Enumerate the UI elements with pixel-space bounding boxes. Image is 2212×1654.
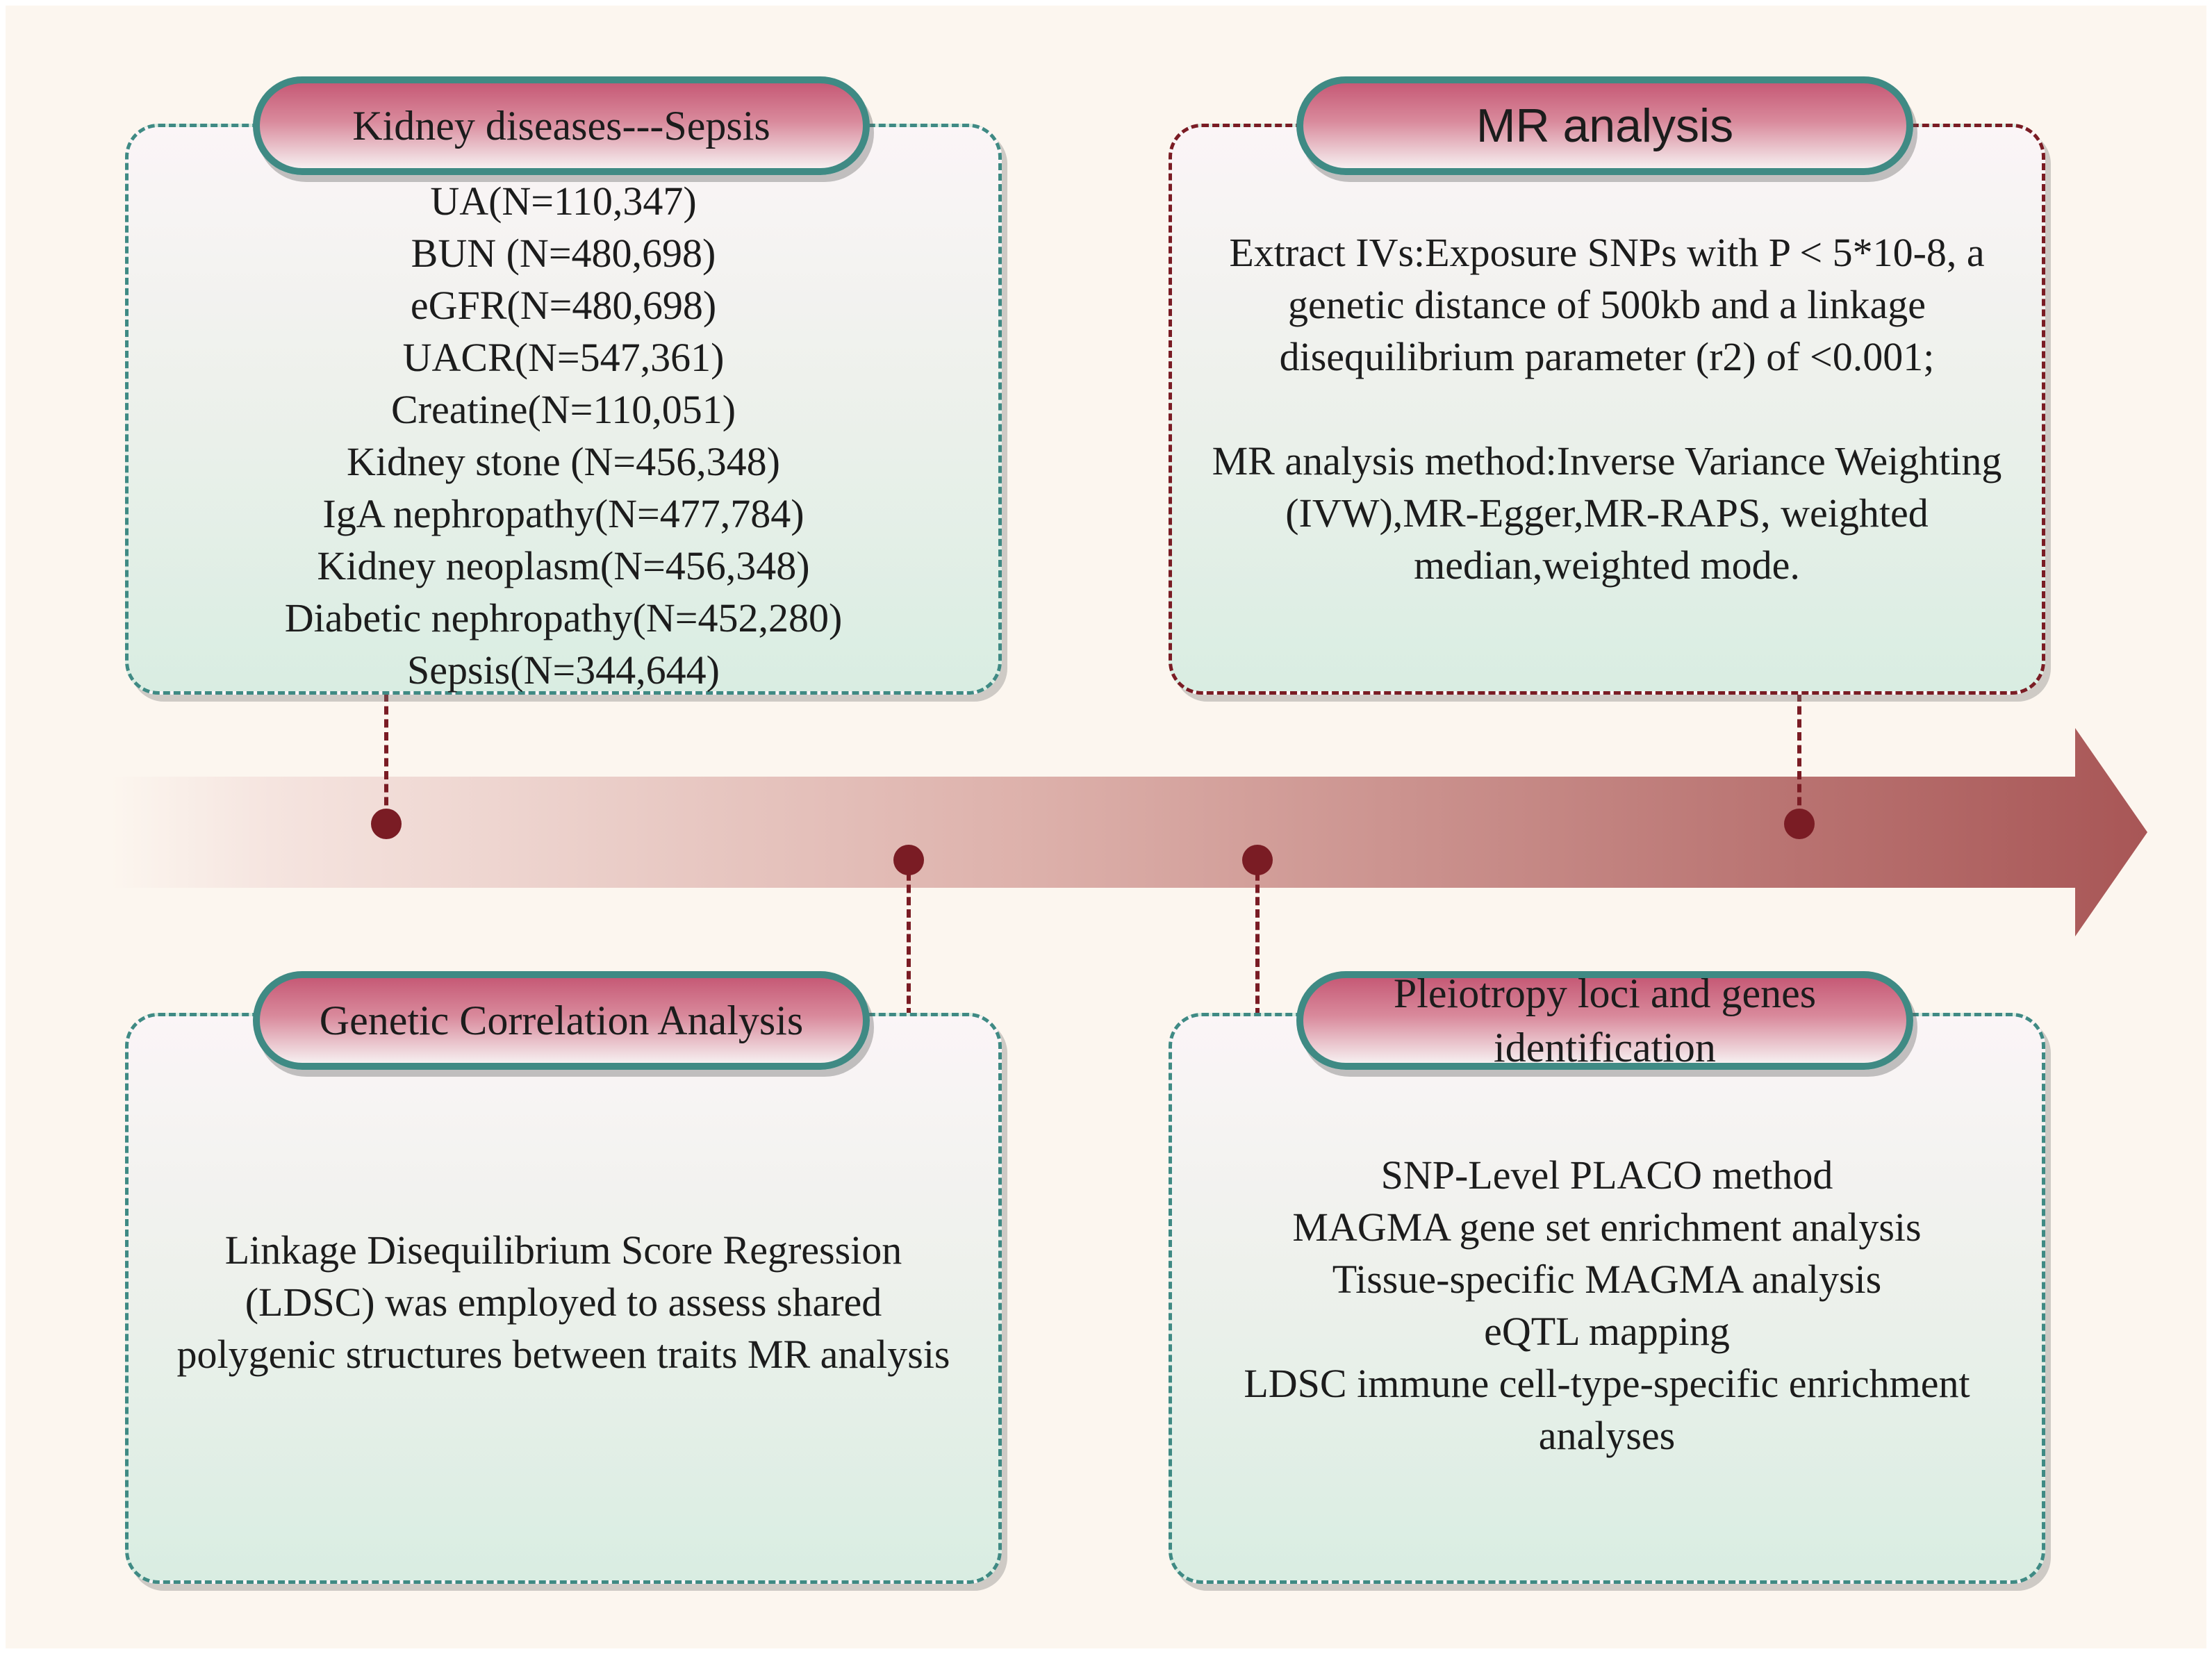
mr-line: median,weighted mode.	[1414, 543, 1800, 588]
mr-title-pill: MR analysis	[1296, 76, 1913, 175]
genetic-line: Linkage Disequilibrium Score Regression	[224, 1227, 902, 1273]
mr-line: (IVW),MR-Egger,MR-RAPS, weighted	[1285, 490, 1929, 536]
genetic-line: (LDSC) was employed to assess shared	[245, 1280, 882, 1325]
mr-panel	[1169, 124, 2045, 695]
pleiotropy-text: SNP-Level PLACO method MAGMA gene set en…	[1169, 1149, 2045, 1462]
kidney-item: BUN (N=480,698)	[411, 231, 716, 276]
mr-dot	[1784, 809, 1815, 839]
pleiotropy-line: Tissue-specific MAGMA analysis	[1332, 1257, 1882, 1302]
genetic-dot	[893, 845, 924, 875]
pleiotropy-line: analyses	[1538, 1413, 1676, 1458]
mr-line: MR analysis method:Inverse Variance Weig…	[1212, 438, 2002, 483]
genetic-connector	[907, 860, 911, 1016]
pleiotropy-connector	[1255, 860, 1260, 1016]
mr-text: Extract IVs:Exposure SNPs with P < 5*10-…	[1169, 226, 2045, 591]
mr-line: disequilibrium parameter (r2) of <0.001;	[1279, 334, 1935, 379]
pleiotropy-title-pill: Pleiotropy loci and genes identification	[1296, 970, 1913, 1070]
pleiotropy-title-line: identification	[1494, 1025, 1716, 1070]
pleiotropy-line: LDSC immune cell-type-specific enrichmen…	[1244, 1361, 1970, 1406]
kidney-item: UACR(N=547,361)	[402, 335, 725, 380]
mr-title: MR analysis	[1476, 99, 1734, 152]
kidney-item: IgA nephropathy(N=477,784)	[322, 491, 804, 536]
kidney-connector	[384, 693, 388, 818]
kidney-item: Diabetic nephropathy(N=452,280)	[284, 595, 843, 640]
genetic-title-pill: Genetic Correlation Analysis	[253, 971, 870, 1070]
genetic-line: polygenic structures between traits MR a…	[176, 1332, 950, 1377]
timeline-arrow-shape	[110, 728, 2147, 936]
genetic-panel	[125, 1013, 1002, 1584]
pleiotropy-line: SNP-Level PLACO method	[1380, 1152, 1833, 1198]
mr-line: genetic distance of 500kb and a linkage	[1287, 282, 1926, 327]
kidney-item: Kidney stone (N=456,348)	[347, 439, 780, 484]
kidney-item: UA(N=110,347)	[430, 179, 697, 224]
mr-line	[1169, 383, 2045, 435]
kidney-item: eGFR(N=480,698)	[410, 283, 717, 328]
pleiotropy-panel	[1169, 1013, 2045, 1584]
kidney-title-pill: Kidney diseases---Sepsis	[253, 76, 870, 175]
pleiotropy-dot	[1242, 845, 1273, 875]
pleiotropy-line: MAGMA gene set enrichment analysis	[1292, 1205, 1922, 1250]
pleiotropy-title-line: Pleiotropy loci and genes	[1393, 970, 1817, 1016]
kidney-item: Kidney neoplasm(N=456,348)	[317, 543, 810, 588]
diagram-canvas: Kidney diseases---Sepsis UA(N=110,347) B…	[6, 6, 2206, 1648]
kidney-item: Sepsis(N=344,644)	[407, 647, 720, 693]
timeline-arrow	[110, 728, 2147, 936]
genetic-title: Genetic Correlation Analysis	[319, 997, 804, 1043]
kidney-item: Creatine(N=110,051)	[390, 387, 736, 432]
kidney-dot	[371, 809, 402, 839]
genetic-text: Linkage Disequilibrium Score Regression …	[125, 1224, 1002, 1380]
pleiotropy-line: eQTL mapping	[1484, 1309, 1730, 1354]
kidney-title: Kidney diseases---Sepsis	[352, 102, 770, 149]
kidney-items: UA(N=110,347) BUN (N=480,698) eGFR(N=480…	[125, 175, 1002, 696]
mr-connector	[1797, 693, 1801, 818]
mr-line: Extract IVs:Exposure SNPs with P < 5*10-…	[1229, 230, 1985, 275]
